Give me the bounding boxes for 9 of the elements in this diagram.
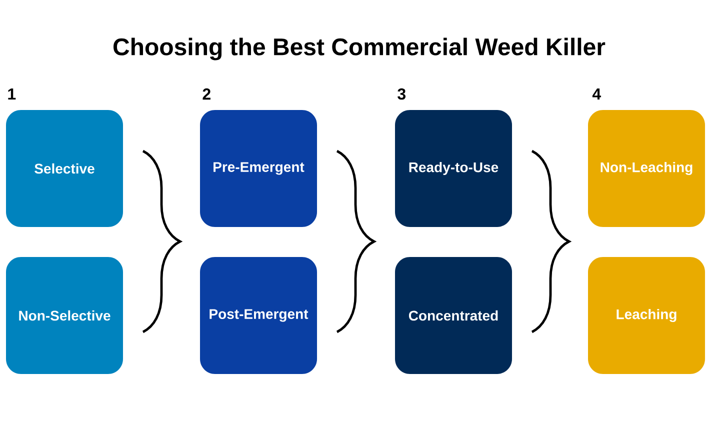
title: Choosing the Best Commercial Weed Killer xyxy=(114,38,606,60)
option-box: Selective xyxy=(6,110,123,227)
option-box: Ready-to-Use xyxy=(395,110,512,227)
option-box: Concentrated xyxy=(395,257,512,374)
option-box: Post-Emergent xyxy=(200,257,317,374)
option-box: Non-Selective xyxy=(6,257,123,374)
option-box: Leaching xyxy=(588,257,705,374)
option-box: Non-Leaching xyxy=(588,110,705,227)
option-box: Pre-Emergent xyxy=(200,110,317,227)
